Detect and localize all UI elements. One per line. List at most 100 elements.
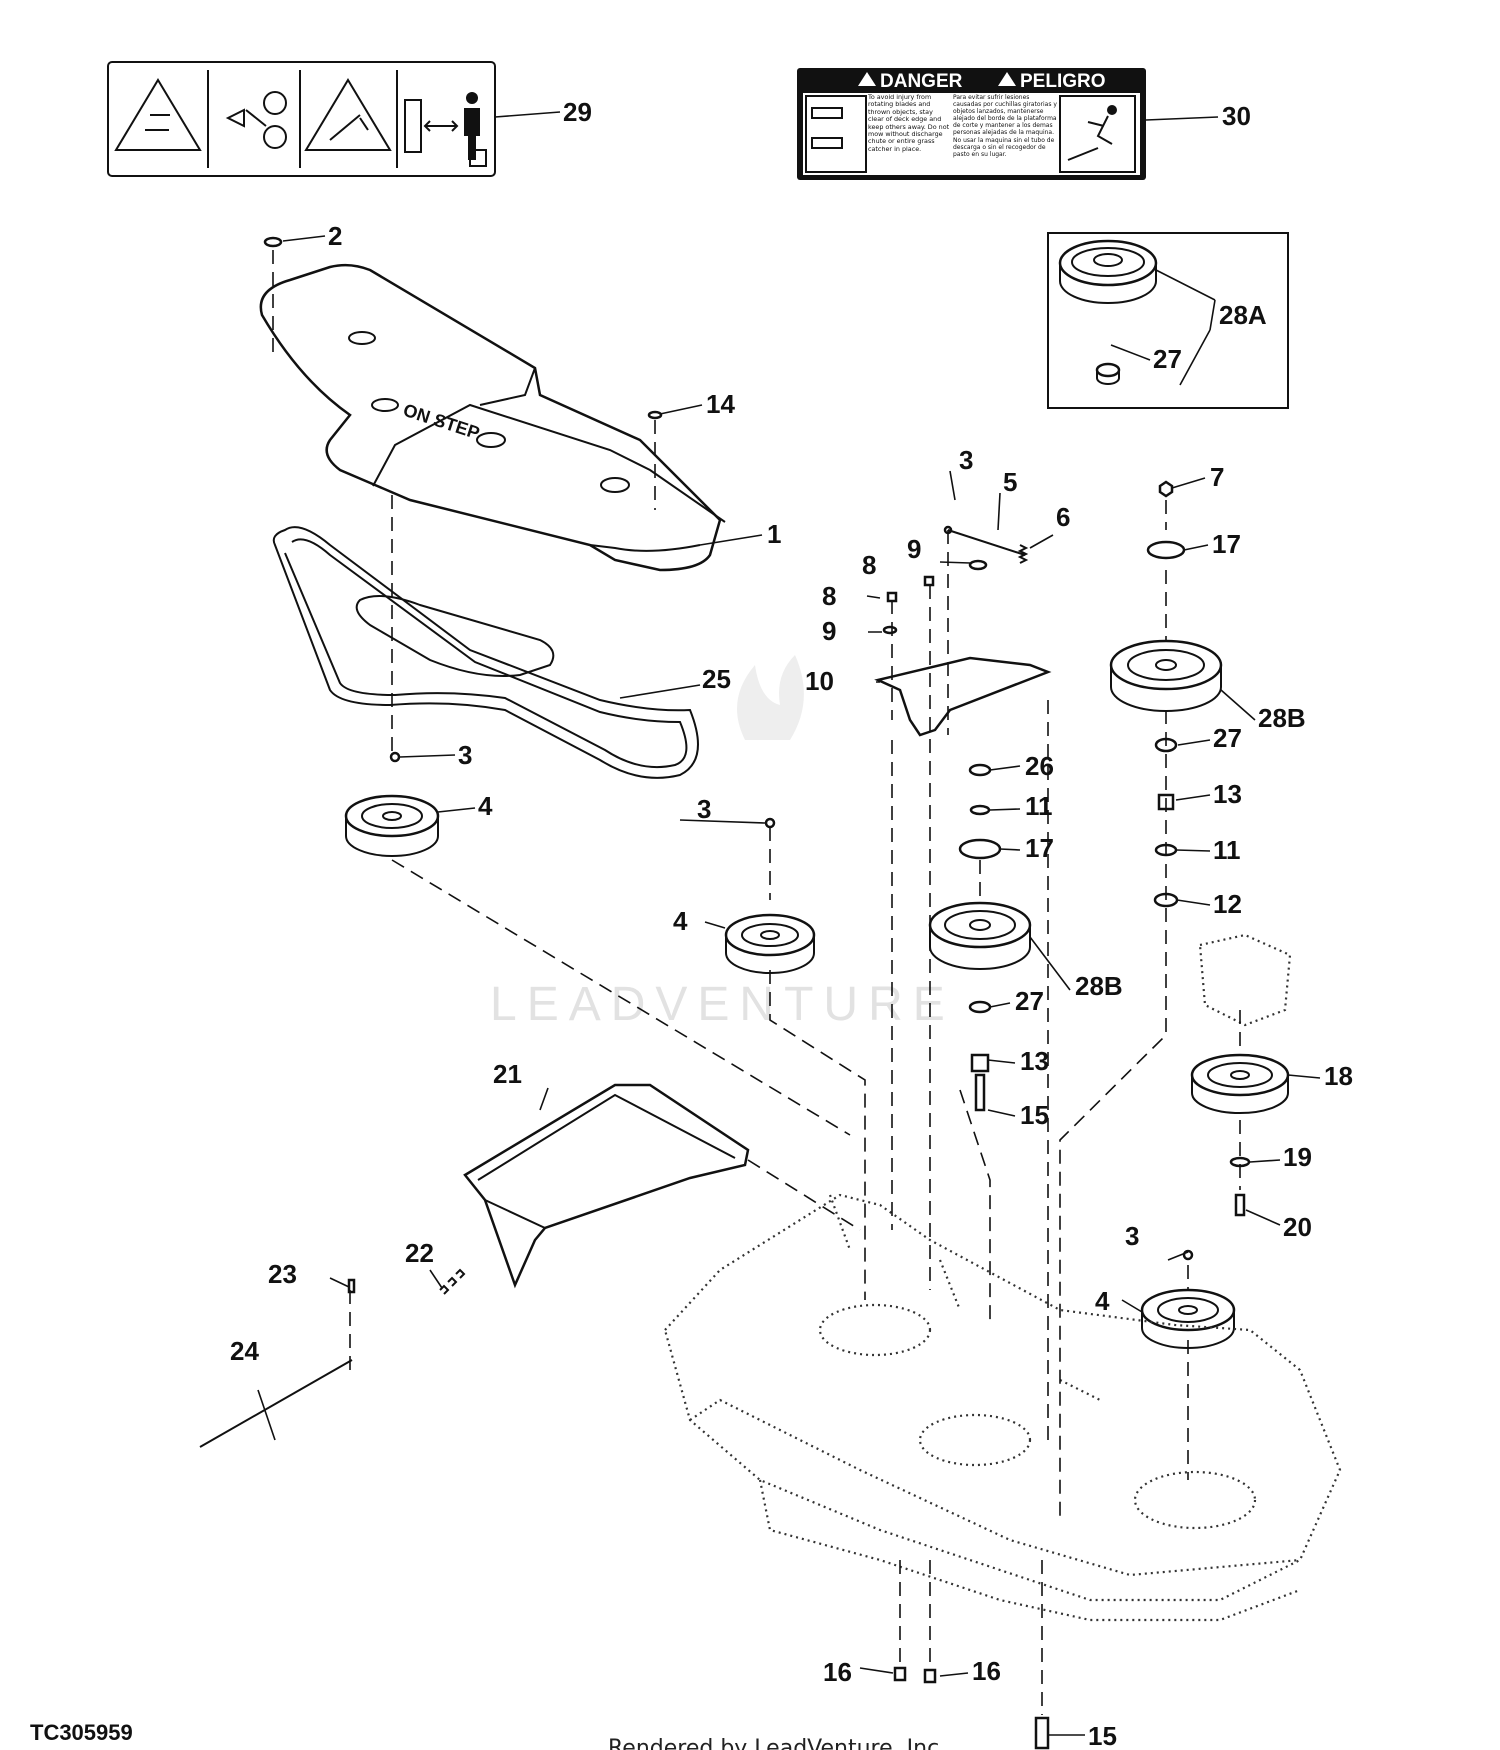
danger-text-en: To avoid injury from rotating blades and…: [868, 94, 950, 153]
callout-7: 7: [1210, 462, 1224, 492]
callout-22: 22: [405, 1238, 434, 1268]
thrown-object-icon: [304, 78, 392, 151]
callout-8-top: 8: [862, 550, 876, 580]
no-hands-icon: [225, 108, 267, 128]
callout-3-right: 3: [1125, 1221, 1139, 1251]
pulley-4-left: [344, 794, 440, 857]
callout-labels: 29 30 28A 27 2 14 1 25 3 4 3 4 3 5 6 9 8…: [230, 97, 1353, 1750]
washer-9a: [882, 625, 898, 635]
callout-27-center: 27: [1015, 986, 1044, 1016]
callout-16-left: 16: [823, 1657, 852, 1687]
callout-30: 30: [1222, 101, 1251, 131]
pin-23: [347, 1278, 356, 1294]
pulley-4-center: [724, 913, 816, 974]
assembly-lines: [272, 250, 1241, 1715]
spring-22: [439, 1268, 466, 1295]
danger-text-es: Para evitar sufrir lesiones causadas por…: [953, 94, 1057, 158]
rod-24: [199, 1359, 353, 1448]
plug-14: [647, 410, 663, 420]
cap-2: [263, 236, 283, 248]
callout-18: 18: [1324, 1061, 1353, 1091]
watermark-text: LEADVENTURE: [490, 978, 955, 1031]
bearing-27b: [968, 1000, 992, 1014]
bolt-16b: [923, 1668, 937, 1684]
footer-credit: Rendered by LeadVenture, Inc.: [608, 1736, 946, 1750]
callout-1: 1: [767, 519, 781, 549]
pulley-28b-center: [928, 901, 1032, 970]
pulley-18: [1190, 1053, 1290, 1114]
callout-4-right: 4: [1095, 1286, 1110, 1316]
callout-19: 19: [1283, 1142, 1312, 1172]
nut-8b: [923, 575, 935, 587]
callout-17-center: 17: [1025, 833, 1054, 863]
rod-5: [947, 529, 1026, 556]
spring-6: [1017, 544, 1029, 564]
callout-21: 21: [493, 1059, 522, 1089]
callout-11-center: 11: [1025, 791, 1053, 821]
callout-13-center: 13: [1020, 1046, 1049, 1076]
keep-away-arrow-icon: [423, 120, 459, 132]
leader-lines: [257, 111, 1321, 1736]
callout-14: 14: [706, 389, 735, 419]
bolt-20: [1234, 1193, 1246, 1217]
callout-4-left: 4: [478, 791, 493, 821]
callout-4-center: 4: [673, 906, 688, 936]
callout-3-center: 3: [697, 794, 711, 824]
callout-12: 12: [1213, 889, 1242, 919]
callout-3-left: 3: [458, 740, 472, 770]
spacer-26: [968, 763, 992, 777]
callout-23: 23: [268, 1259, 297, 1289]
callout-28b-right: 28B: [1258, 703, 1306, 733]
callout-28b-center: 28B: [1075, 971, 1123, 1001]
callout-9-left: 9: [822, 616, 836, 646]
callout-29: 29: [563, 97, 592, 127]
callout-3-top: 3: [959, 445, 973, 475]
callout-27a: 27: [1153, 344, 1182, 374]
callout-8-left: 8: [822, 581, 836, 611]
bolt-16a: [893, 1666, 907, 1682]
gearbox-outline: [1198, 933, 1292, 1027]
watermark: LEADVENTURE: [490, 655, 955, 1031]
washer-17a: [958, 838, 1002, 860]
peligro-heading: PELIGRO: [1020, 71, 1106, 92]
safety-decal-29: [107, 61, 496, 177]
nut-8a: [886, 591, 898, 603]
callout-26: 26: [1025, 751, 1054, 781]
callout-5: 5: [1003, 467, 1017, 497]
callout-15-bottom: 15: [1088, 1721, 1117, 1750]
callout-15-center: 15: [1020, 1100, 1049, 1130]
callout-13-right: 13: [1213, 779, 1242, 809]
person-icon: [464, 108, 480, 160]
callout-2: 2: [328, 221, 342, 251]
callout-20: 20: [1283, 1212, 1312, 1242]
callout-17-right: 17: [1212, 529, 1241, 559]
belt-cover-1: ON STEP: [259, 263, 726, 572]
idler-arm-10: [874, 656, 1052, 737]
danger-heading: DANGER: [880, 71, 963, 92]
callout-6: 6: [1056, 502, 1070, 532]
washer-9b: [968, 559, 988, 571]
callout-28a: 28A: [1219, 300, 1267, 330]
warning-triangle-icon: [114, 78, 202, 151]
bushing-11a: [969, 804, 991, 816]
bushing-13a: [970, 1053, 990, 1073]
callout-24: 24: [230, 1336, 259, 1366]
drive-belt-25: [272, 526, 699, 779]
figure-id: TC305959: [30, 1720, 133, 1745]
callout-16-right: 16: [972, 1656, 1001, 1686]
nut-3-center: [764, 817, 776, 829]
mower-deck-outline: [663, 1193, 1342, 1622]
callout-10: 10: [805, 666, 834, 696]
callout-11-right: 11: [1213, 835, 1241, 865]
callout-9-top: 9: [907, 534, 921, 564]
washer-17b: [1146, 540, 1186, 560]
danger-decal-30: DANGER PELIGRO To avoid injury from rota…: [797, 68, 1146, 180]
pulley-kit-box-28a: [1047, 232, 1289, 409]
deflector-21: [463, 1083, 750, 1289]
callout-25: 25: [702, 664, 731, 694]
bolt-15b: [1034, 1716, 1050, 1750]
bolt-15a: [974, 1073, 986, 1112]
nut-3-left: [389, 751, 401, 763]
callout-27-right: 27: [1213, 723, 1242, 753]
